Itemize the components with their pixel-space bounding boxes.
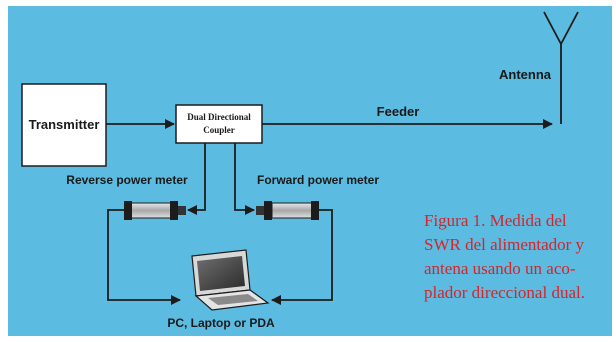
caption-line4: plador direccional dual. <box>424 283 585 302</box>
forward-to-pc-arrow <box>271 209 333 305</box>
coupler-label-line1: Dual Directional <box>187 112 251 122</box>
antenna-label: Antenna <box>499 67 552 82</box>
transmitter-label: Transmitter <box>29 117 100 132</box>
coupler-box <box>175 104 263 144</box>
transmitter-box <box>21 83 107 167</box>
forward-power-meter-icon <box>256 201 319 220</box>
reverse-power-meter-icon <box>124 201 186 220</box>
forward-output-arrow <box>234 143 255 215</box>
laptop-icon <box>191 249 270 311</box>
forward-meter-label: Forward power meter <box>257 173 379 187</box>
reverse-to-pc-arrow <box>107 209 181 305</box>
caption-line2: SWR del alimentador y <box>424 235 585 254</box>
feeder-label: Feeder <box>377 104 420 119</box>
reverse-meter-label: Reverse power meter <box>66 173 188 187</box>
caption-line3: antena usando un aco- <box>424 259 576 278</box>
reverse-output-arrow <box>187 143 206 215</box>
computer-label: PC, Laptop or PDA <box>167 316 275 330</box>
coupler-label-line2: Coupler <box>203 125 235 135</box>
antenna-icon <box>543 11 579 124</box>
caption-line1: Figura 1. Medida del <box>424 211 567 230</box>
